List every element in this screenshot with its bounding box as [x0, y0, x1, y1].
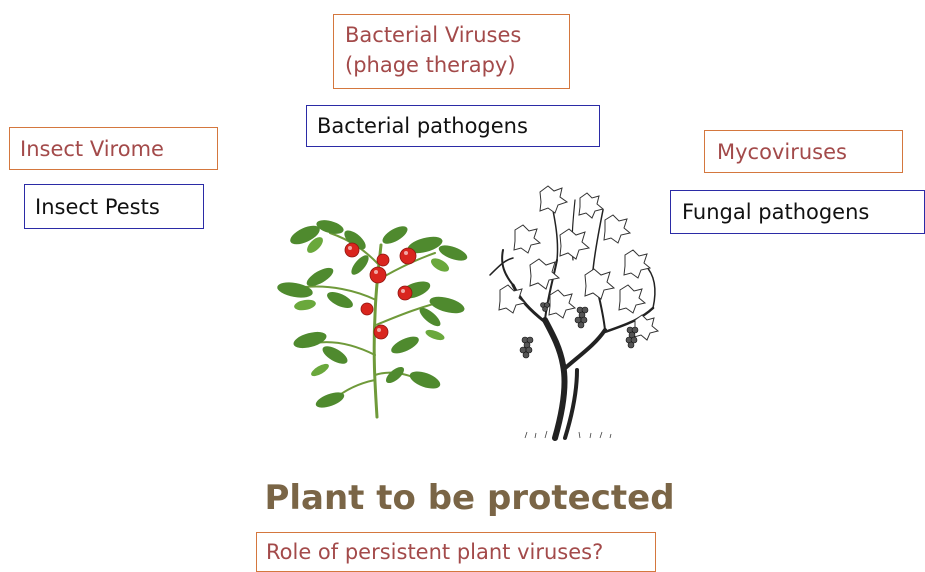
mycoviruses-label: Mycoviruses: [717, 140, 847, 164]
insect-virome-label: Insect Virome: [20, 137, 164, 161]
persistent-viruses-question-label: Role of persistent plant viruses?: [266, 540, 603, 564]
bacterial-viruses-label: Bacterial Viruses: [345, 20, 569, 50]
phage-therapy-label: (phage therapy): [345, 50, 569, 80]
bacterial-viruses-box: Bacterial Viruses (phage therapy): [333, 14, 570, 89]
plant-to-be-protected-title: Plant to be protected: [7, 478, 925, 518]
mycoviruses-box: Mycoviruses: [704, 130, 903, 173]
bacterial-pathogens-box: Bacterial pathogens: [306, 105, 600, 147]
fungal-pathogens-box: Fungal pathogens: [670, 190, 925, 234]
persistent-viruses-question-box: Role of persistent plant viruses?: [256, 532, 656, 572]
insect-pests-box: Insect Pests: [24, 184, 204, 229]
insect-pests-label: Insect Pests: [35, 195, 160, 219]
fungal-pathogens-label: Fungal pathogens: [682, 200, 869, 224]
tomato-plant-image: [275, 205, 485, 420]
insect-virome-box: Insect Virome: [9, 127, 218, 170]
grape-vine-image: [485, 180, 670, 442]
bacterial-pathogens-label: Bacterial pathogens: [317, 114, 528, 138]
